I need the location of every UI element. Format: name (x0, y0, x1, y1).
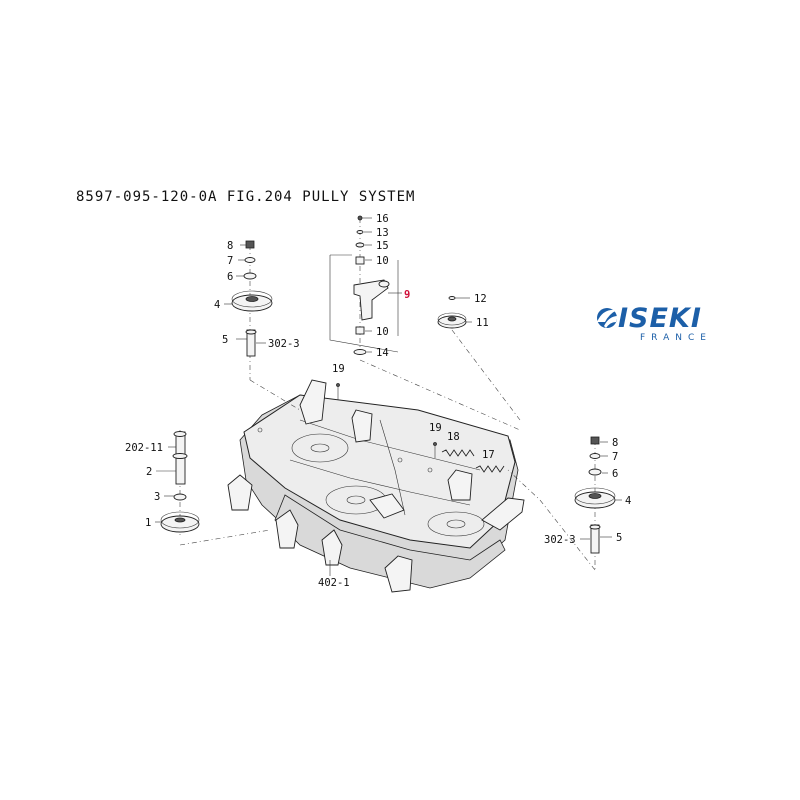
callout-lower-2: 2 (146, 466, 152, 478)
idler-pulley-11 (437, 296, 467, 329)
callout-right-8: 8 (612, 437, 618, 449)
callout-9-highlighted[interactable]: 9 (404, 289, 410, 301)
callout-402-1: 402-1 (318, 577, 350, 589)
callout-right-5: 5 (616, 532, 622, 544)
callout-19-left: 19 (332, 363, 345, 375)
callout-17: 17 (482, 449, 495, 461)
callout-16: 16 (376, 213, 389, 225)
callout-right-6: 6 (612, 468, 618, 480)
callout-right-7: 7 (612, 451, 618, 463)
callout-15: 15 (376, 240, 389, 252)
callout-10-lower: 10 (376, 326, 389, 338)
callout-left-6: 6 (227, 271, 233, 283)
figure-title: 8597-095-120-0A FIG.204 PULLY SYSTEM (76, 189, 415, 205)
callout-14: 14 (376, 347, 389, 359)
iseki-logo-mark (597, 308, 618, 328)
callout-11: 11 (476, 317, 489, 329)
lower-left-spindle-stack (160, 430, 200, 535)
leader-lines (155, 217, 622, 576)
callout-left-8: 8 (227, 240, 233, 252)
idler-arm-assembly (329, 215, 399, 355)
left-spindle-stack (231, 240, 273, 380)
callout-lower-3: 3 (154, 491, 160, 503)
callout-10-upper: 10 (376, 255, 389, 267)
callout-18: 18 (447, 431, 460, 443)
tension-springs (336, 383, 505, 473)
assembly-lines (179, 329, 596, 571)
callout-left-7: 7 (227, 255, 233, 267)
mower-deck-402-1 (227, 379, 525, 593)
callout-left-302-3: 302-3 (268, 338, 300, 350)
right-spindle-stack (574, 436, 616, 570)
callout-12: 12 (474, 293, 487, 305)
callout-lower-1: 1 (145, 517, 151, 529)
iseki-logo-subtitle: FRANCE (640, 333, 712, 343)
part-labels: 16 13 15 10 9 10 14 12 11 8 7 6 4 5 302-… (125, 213, 631, 589)
callout-202-11: 202-11 (125, 442, 163, 454)
callout-right-302-3: 302-3 (544, 534, 576, 546)
callout-left-4: 4 (214, 299, 220, 311)
callout-13: 13 (376, 227, 389, 239)
idler-arm-9 (353, 279, 389, 321)
iseki-logo-text: ISEKI (618, 303, 702, 334)
callout-left-5: 5 (222, 334, 228, 346)
iseki-logo: ISEKI FRANCE (597, 303, 712, 343)
callout-right-4: 4 (625, 495, 631, 507)
callout-19-right: 19 (429, 422, 442, 434)
